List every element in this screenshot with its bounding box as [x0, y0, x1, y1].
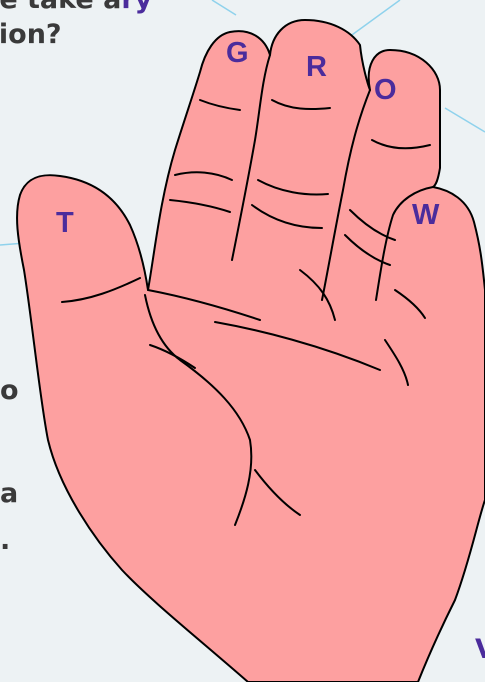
finger-label-little: W [412, 199, 440, 231]
hand-outline [17, 20, 485, 682]
connector-ring [445, 108, 485, 132]
connector-middle [345, 0, 400, 40]
connector-index [212, 0, 236, 15]
finger-label-thumb: T [56, 207, 74, 239]
finger-label-index: G [226, 37, 249, 69]
finger-label-ring: O [374, 74, 397, 106]
finger-label-middle: R [306, 51, 327, 83]
